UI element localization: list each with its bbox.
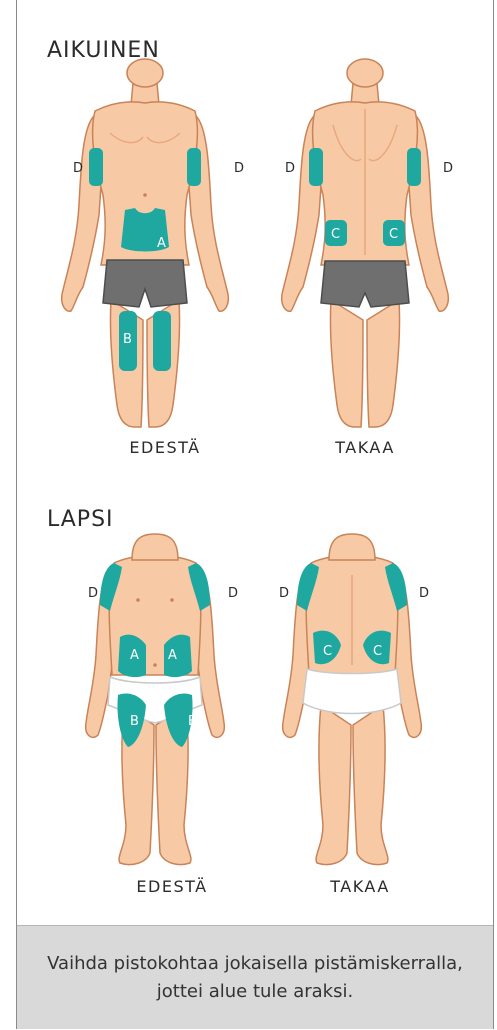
zone-d-right-label: D xyxy=(443,161,453,176)
zone-d-left-label: D xyxy=(279,586,289,601)
zone-b-left-label: B xyxy=(130,714,139,729)
footer-line-2: jottei alue tule araksi. xyxy=(157,981,353,1002)
zone-b-right-label: B xyxy=(189,332,198,347)
zone-d-right-label: D xyxy=(228,586,238,601)
child-front-caption: EDESTÄ xyxy=(102,877,242,896)
child-front-head xyxy=(80,520,230,560)
zone-a-label: A xyxy=(157,236,166,251)
zone-b-left-label: B xyxy=(123,332,132,347)
zone-c-right-label: C xyxy=(373,644,382,659)
adult-front-figure: A B B D D xyxy=(55,75,235,430)
zone-d-left-label: D xyxy=(88,586,98,601)
adult-front-caption: EDESTÄ xyxy=(95,438,235,457)
child-back-figure: C C D D xyxy=(277,545,427,870)
zone-a-right-label: A xyxy=(168,648,177,663)
footer-note: Vaihda pistokohtaa jokaisella pistämiske… xyxy=(17,925,493,1029)
zone-d-right-label: D xyxy=(419,586,429,601)
child-front-figure: A A B B D D xyxy=(80,545,230,870)
adult-back-caption: TAKAA xyxy=(295,438,435,457)
zone-c-right-label: C xyxy=(389,227,398,242)
zone-d-left-label: D xyxy=(73,161,83,176)
zone-b-right-label: B xyxy=(188,714,197,729)
adult-back-figure: C C D D xyxy=(275,75,455,430)
zone-a-left-label: A xyxy=(130,648,139,663)
zone-d-right-label: D xyxy=(234,161,244,176)
footer-text: Vaihda pistokohtaa jokaisella pistämiske… xyxy=(27,950,483,1006)
zone-d-left-label: D xyxy=(285,161,295,176)
child-back-caption: TAKAA xyxy=(290,877,430,896)
zone-c-left-label: C xyxy=(323,644,332,659)
zone-c-left-label: C xyxy=(331,227,340,242)
child-back-head xyxy=(277,520,427,560)
footer-line-1: Vaihda pistokohtaa jokaisella pistämiske… xyxy=(47,953,463,974)
